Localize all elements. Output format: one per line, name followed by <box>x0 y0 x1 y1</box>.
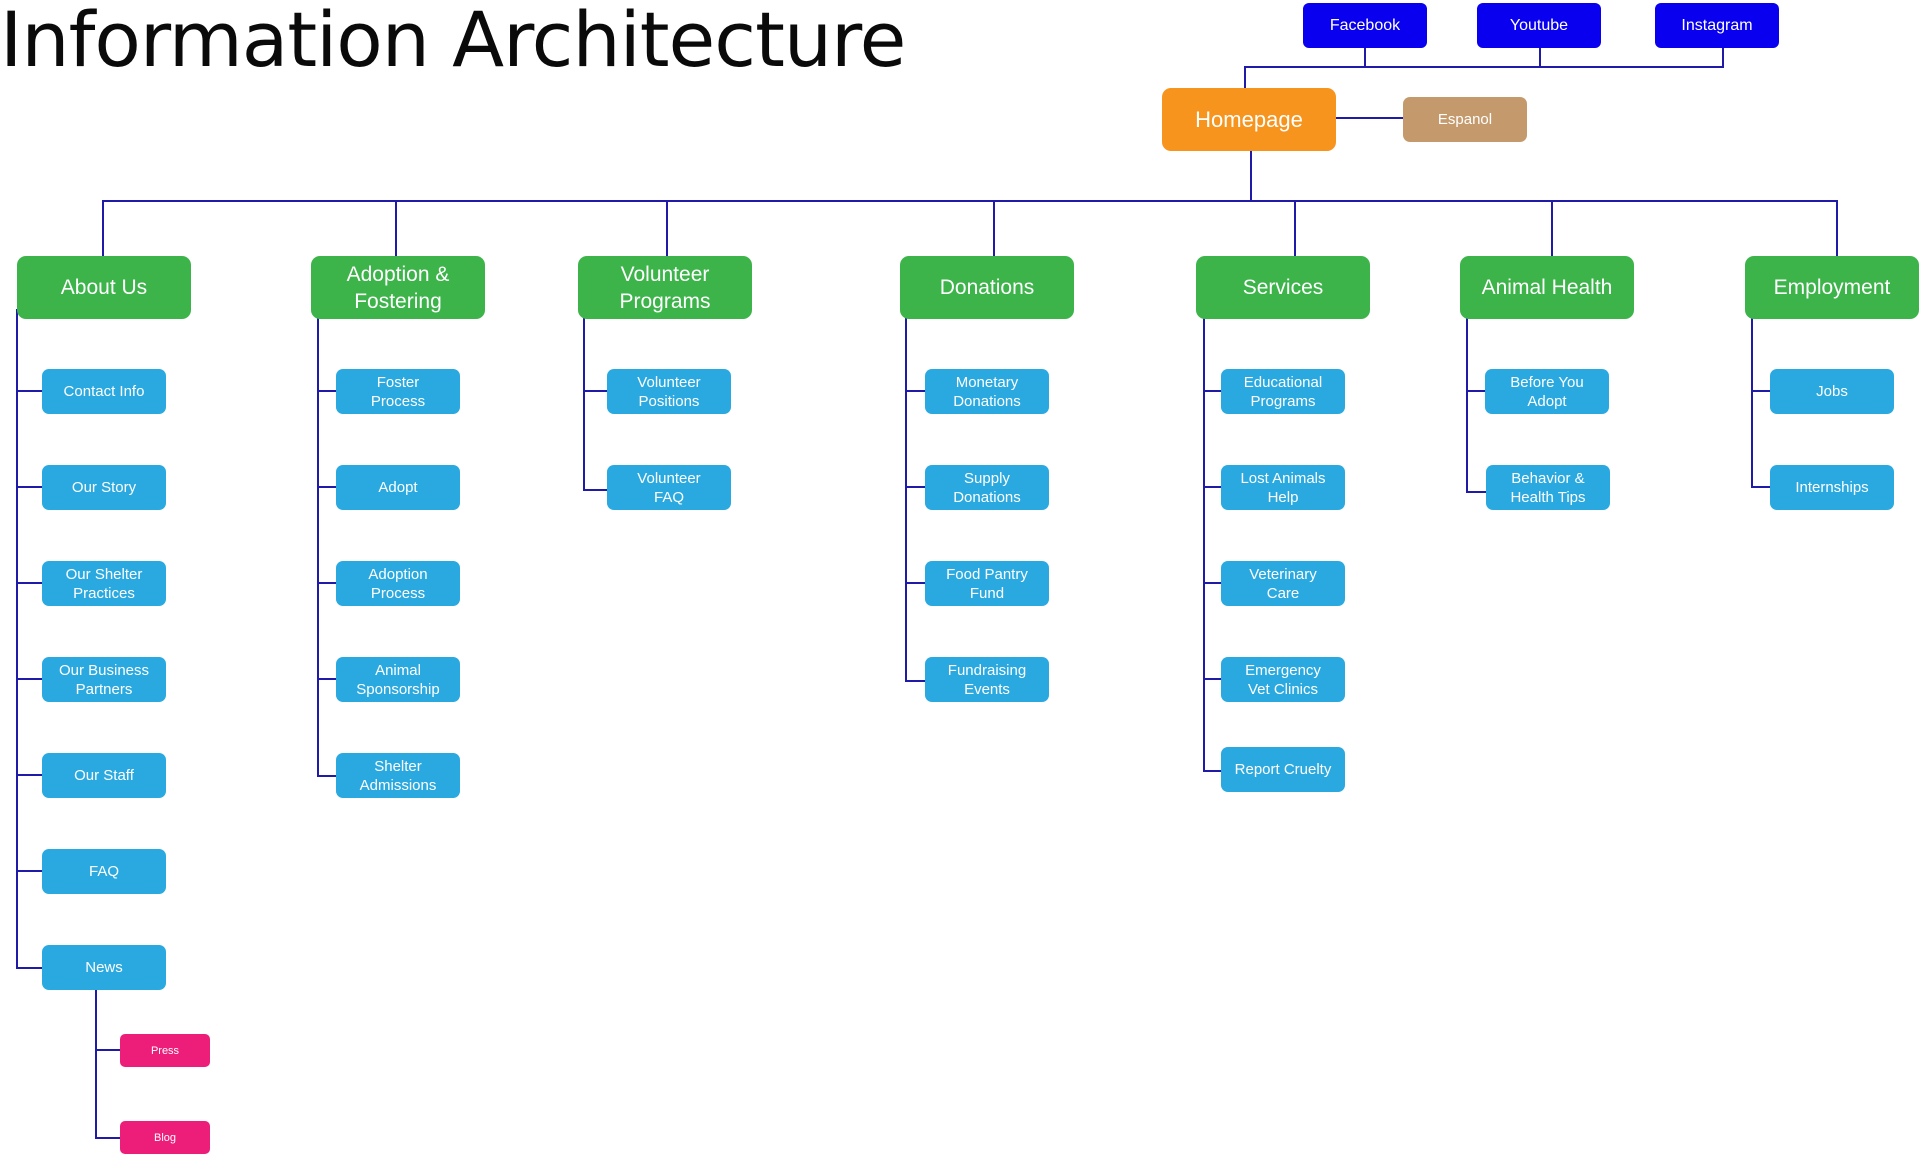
page-jobs: Jobs <box>1770 369 1894 414</box>
page-lost-animals-help: Lost Animals Help <box>1221 465 1345 510</box>
page-title: Information Architecture <box>0 0 906 84</box>
page-our-story: Our Story <box>42 465 166 510</box>
page-adopt: Adopt <box>336 465 460 510</box>
page-behavior-health-tips: Behavior & Health Tips <box>1486 465 1610 510</box>
page-our-shelter-practices: Our Shelter Practices <box>42 561 166 606</box>
instagram-node: Instagram <box>1655 3 1779 48</box>
page-contact-info: Contact Info <box>42 369 166 414</box>
section-employment: Employment <box>1745 256 1919 319</box>
facebook-node: Facebook <box>1303 3 1427 48</box>
section-adoption-fostering: Adoption & Fostering <box>311 256 485 319</box>
section-services: Services <box>1196 256 1370 319</box>
page-fundraising-events: Fundraising Events <box>925 657 1049 702</box>
page-monetary-donations: Monetary Donations <box>925 369 1049 414</box>
page-shelter-admissions: Shelter Admissions <box>336 753 460 798</box>
page-animal-sponsorship: Animal Sponsorship <box>336 657 460 702</box>
page-our-staff: Our Staff <box>42 753 166 798</box>
page-educational-programs: Educational Programs <box>1221 369 1345 414</box>
page-volunteer-faq: Volunteer FAQ <box>607 465 731 510</box>
section-donations: Donations <box>900 256 1074 319</box>
section-animal-health: Animal Health <box>1460 256 1634 319</box>
page-volunteer-positions: Volunteer Positions <box>607 369 731 414</box>
section-volunteer-programs: Volunteer Programs <box>578 256 752 319</box>
page-news: News <box>42 945 166 990</box>
page-food-pantry-fund: Food Pantry Fund <box>925 561 1049 606</box>
page-foster-process: Foster Process <box>336 369 460 414</box>
youtube-node: Youtube <box>1477 3 1601 48</box>
page-supply-donations: Supply Donations <box>925 465 1049 510</box>
page-veterinary-care: Veterinary Care <box>1221 561 1345 606</box>
subpage-press: Press <box>120 1034 210 1067</box>
page-faq: FAQ <box>42 849 166 894</box>
page-before-you-adopt: Before You Adopt <box>1485 369 1609 414</box>
homepage-node: Homepage <box>1162 88 1336 151</box>
espanol-node: Espanol <box>1403 97 1527 142</box>
subpage-blog: Blog <box>120 1121 210 1154</box>
page-report-cruelty: Report Cruelty <box>1221 747 1345 792</box>
section-about-us: About Us <box>17 256 191 319</box>
page-internships: Internships <box>1770 465 1894 510</box>
page-our-business-partners: Our Business Partners <box>42 657 166 702</box>
page-adoption-process: Adoption Process <box>336 561 460 606</box>
page-emergency-vet-clinics: Emergency Vet Clinics <box>1221 657 1345 702</box>
